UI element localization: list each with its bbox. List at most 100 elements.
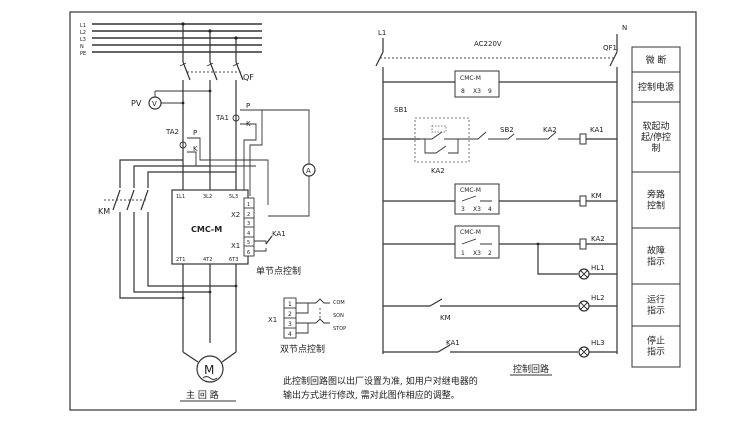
ctrl-l1-label: L1 [378,29,386,37]
side-terminal-6: 6 [247,250,250,256]
cmc-x3-box-1 [454,70,500,98]
row4-term-2: 2 [488,250,492,257]
qf1-label: QF1 [603,44,617,52]
cmc-box-1-model: CMC-M [460,75,481,82]
ka1-single-label: KA1 [272,230,286,238]
ta1-p-label: P [246,102,250,110]
terminal-1l1: 1L1 [176,194,185,200]
double-point-control: 1 2 3 4 X1 COM SON STOP 双节点控制 [268,297,346,355]
km-coil-icon [579,195,587,207]
qf-label: QF [243,73,254,82]
pv-label: PV [131,99,142,108]
single-point-caption: 单节点控制 [256,265,301,277]
small-terminal-1: 1 [288,301,292,308]
ammeter-symbol: A [306,167,311,175]
motor-icon [196,355,224,383]
motor-symbol: M [204,363,214,377]
hl2-label: HL2 [591,294,605,302]
ac-label: AC220V [474,40,502,48]
cmc-model-label: CMC-M [191,225,222,234]
km-coil-label: KM [591,192,602,200]
bus-label-l1: L1 [80,23,86,29]
note-line-2: 输出方式进行修改, 需对此图作相应的调整。 [283,389,460,401]
legend-row-2: 控制电源 [638,81,674,93]
legend-line: 故障 [647,245,665,257]
bus-bars: L1 L2 L3 N PE [80,23,262,57]
km-label: KM [98,207,110,216]
motor-feed: M 主 回 路 [180,264,237,402]
x1-label: X1 [231,242,240,250]
pv-voltmeter: V PV [131,89,212,110]
ammeter: A [262,109,316,217]
legend-line: 停止 [647,335,665,347]
x2-label: X2 [231,211,240,219]
legend-line: 指示 [647,346,665,358]
footnote: 此控制回路图以出厂设置为准, 如用户对继电器的 输出方式进行修改, 需对此图作相… [283,375,478,401]
row-fault: CMC-M 1 X3 2 KA2 HL1 [383,225,617,280]
legend-line: 软起动 [642,120,669,132]
control-circuit: L1 N AC220V QF1 CMC-M 8 X3 9 SB1 KA2 [375,24,627,376]
km-bypass-contactor: KM [98,159,238,300]
outer-frame [69,11,697,411]
row3-x3: X3 [473,206,481,213]
ctrl-n-label: N [622,24,627,32]
stop-label: STOP [333,326,346,332]
ta2-p-label: P [193,129,197,137]
ka1-aux-label: KA1 [446,339,460,347]
com-label: COM [333,300,345,306]
cmc-box-3-model: CMC-M [460,187,481,194]
row-bypass: CMC-M 3 X3 4 KM [383,183,617,215]
cmc-x3-box-3 [454,183,500,215]
row-control-power: CMC-M 8 X3 9 [383,70,617,98]
row4-term-1: 1 [461,250,465,257]
small-terminal-4: 4 [288,331,292,338]
small-terminal-2: 2 [288,311,292,318]
note-line-1: 此控制回路图以出厂设置为准, 如用户对继电器的 [283,375,478,387]
terminal-5l3: 5L3 [229,194,238,200]
legend-row-5: 故障指示 [647,245,665,268]
bus-label-pe: PE [80,51,86,57]
side-terminal-2: 2 [247,212,250,218]
current-transformers: TA1 P K TA2 P K [165,102,269,205]
terminal-2t1: 2T1 [176,257,185,263]
control-circuit-caption: 控制回路 [513,363,549,375]
sb2-label: SB2 [500,126,514,134]
sb1-label: SB1 [394,106,408,114]
side-terminal-5: 5 [247,240,250,246]
ka1-coil-label: KA1 [590,126,604,134]
terminal-3l2: 3L2 [203,194,212,200]
ka2-contact-label: KA2 [543,126,557,134]
legend-row-1: 微 断 [646,54,667,66]
legend-line: 制 [651,142,660,154]
km-aux-label: KM [440,314,451,322]
x1-small-label: X1 [268,316,277,324]
legend-line: 控制 [647,200,665,212]
double-point-caption: 双节点控制 [280,343,325,355]
legend-line: 运行 [647,294,665,306]
legend-row-3: 软起动起/停控制 [641,120,671,154]
sb1-dashed-box [414,117,470,163]
cmc-x3-box-4 [454,225,500,259]
bus-label-l2: L2 [80,30,86,36]
main-circuit-caption: 主 回 路 [186,389,219,401]
legend-table: 微 断 控制电源 软起动起/停控制 旁路控制 故障指示 运行指示 停止指示 [631,46,681,368]
son-label: SON [333,313,344,319]
ta2-k-label: K [193,145,198,153]
ta2-coil-icon [179,141,187,149]
row1-x3: X3 [473,88,481,95]
terminal-6t3: 6T3 [229,257,238,263]
row3-term-4: 4 [488,206,492,213]
row3-term-3: 3 [461,206,465,213]
qf-breaker: QF [179,61,254,190]
legend-line: 起/停控 [641,131,671,143]
legend-row-4: 旁路控制 [647,189,665,212]
phase-lines [181,22,238,62]
hl1-label: HL1 [591,264,605,272]
legend-line: 微 断 [646,54,667,66]
hl3-label: HL3 [591,339,605,347]
row-running: KM HL2 [383,294,617,322]
ka2-aux-label: KA2 [431,167,445,175]
legend-row-7: 停止指示 [647,335,665,358]
bus-label-l3: L3 [80,37,86,43]
bus-label-n: N [80,44,84,50]
